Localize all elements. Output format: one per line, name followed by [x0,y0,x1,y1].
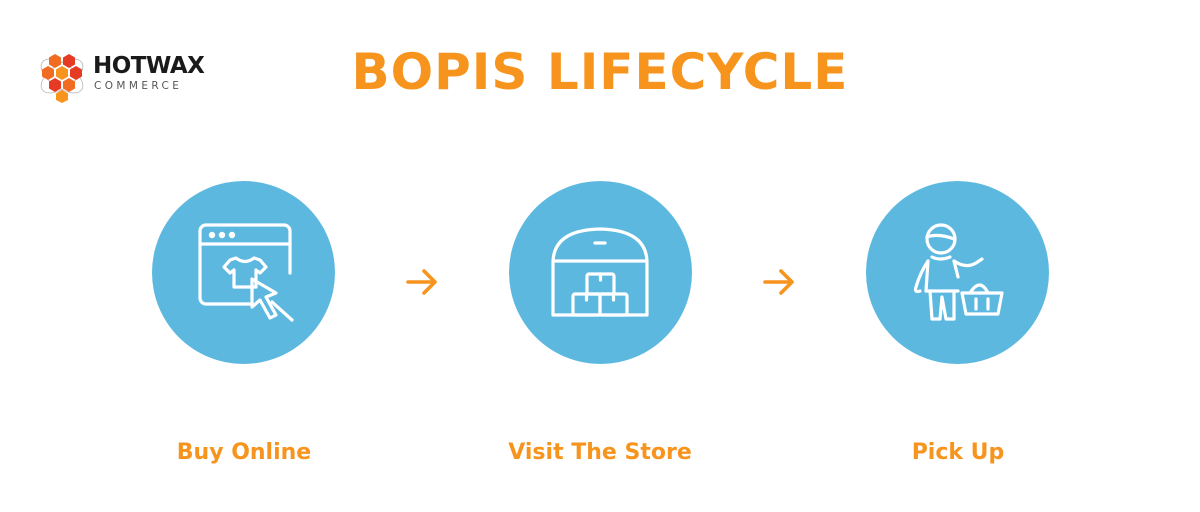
browser-shopping-cursor-icon [198,223,294,322]
person-basket-icon [913,223,1004,321]
step-circle-buy-online [152,181,335,364]
arrow-right-icon [763,269,794,295]
step-label-pick-up: Pick Up [911,440,1005,465]
arrow-right-icon [406,269,437,295]
step-label-visit-store: Visit The Store [508,440,692,465]
step-circle-pick-up [866,181,1049,364]
brand-tagline: COMMERCE [94,80,183,92]
store-boxes-icon [551,227,649,317]
step-label-buy-online: Buy Online [176,440,312,465]
page-title: BOPIS LIFECYCLE [351,43,849,101]
hexagon-logo-icon [40,54,84,103]
step-circle-visit-store [509,181,692,364]
brand-logo: HOTWAX COMMERCE [36,48,216,104]
brand-name: HOTWAX [93,53,205,79]
